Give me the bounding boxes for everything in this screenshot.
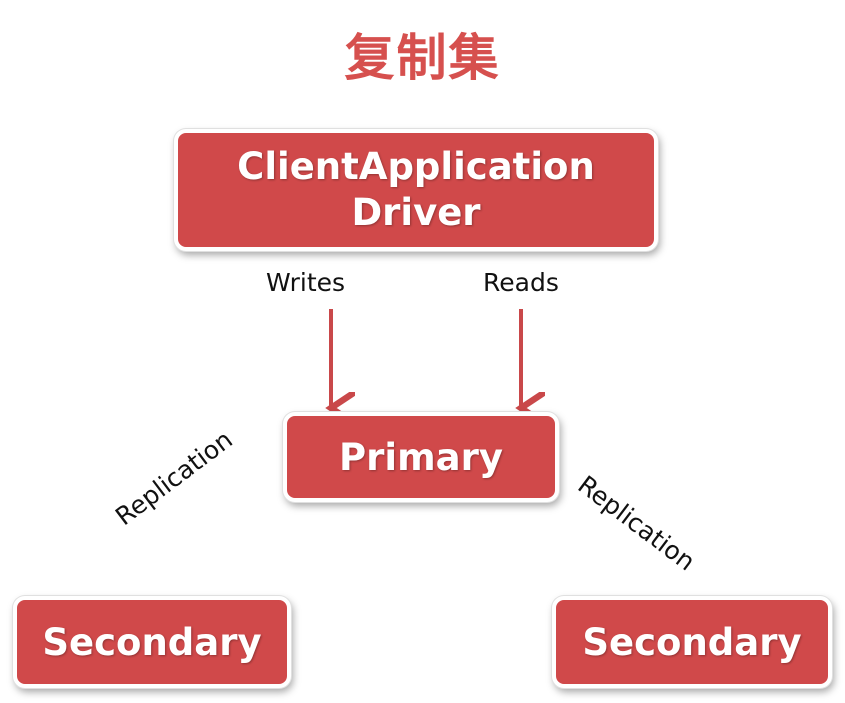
- secondary-right-node: Secondary: [552, 596, 832, 688]
- secondary-left-label: Secondary: [42, 620, 262, 664]
- writes-label: Writes: [266, 268, 346, 297]
- secondary-left-node: Secondary: [13, 596, 291, 688]
- diagram-title: 复制集: [344, 29, 501, 87]
- client-application-driver-node: ClientApplication Driver: [174, 129, 658, 251]
- client-node-line1: ClientApplication: [237, 145, 595, 188]
- client-node-line2: Driver: [351, 191, 481, 234]
- secondary-right-label: Secondary: [582, 620, 802, 664]
- primary-node-label: Primary: [339, 435, 503, 479]
- reads-label: Reads: [483, 268, 559, 297]
- primary-node: Primary: [283, 412, 559, 502]
